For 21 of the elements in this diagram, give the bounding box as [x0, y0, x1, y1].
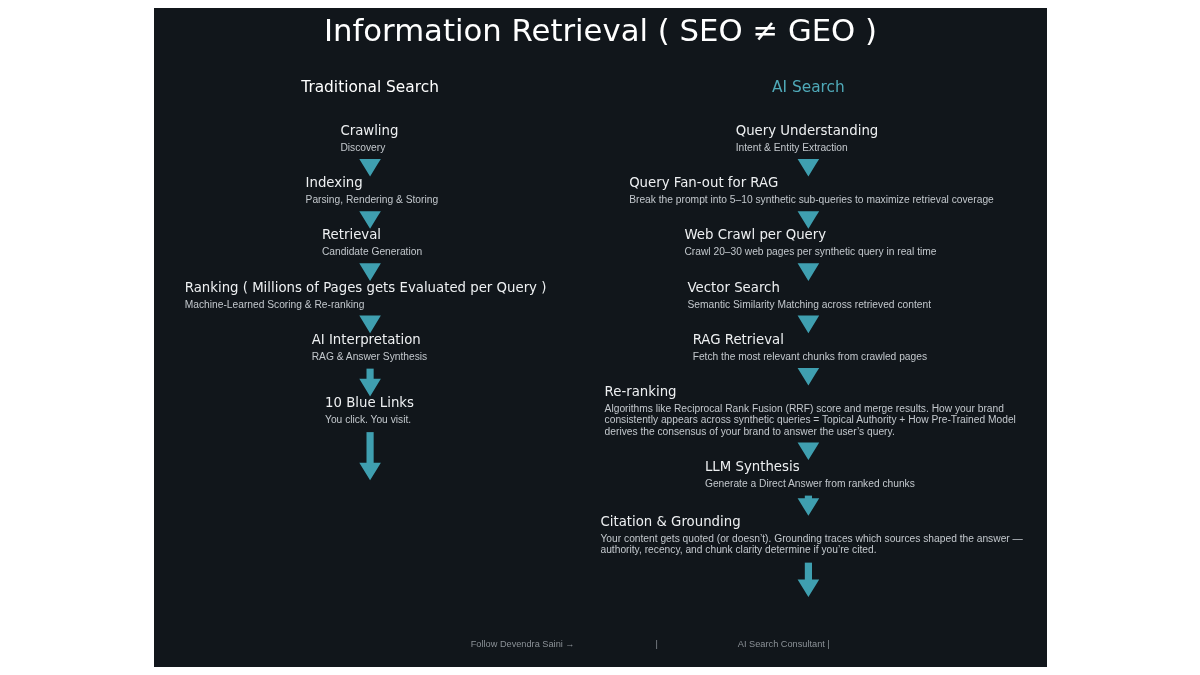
arrow — [797, 562, 819, 598]
label: Traditional Search — [300, 78, 439, 97]
label: AI Search Consultant | — [737, 638, 830, 649]
label: Follow Devendra Saini → — [470, 638, 575, 649]
node-text: Query Understanding Intent & Entity Extraction — [735, 122, 878, 153]
node-text: Citation & Grounding Your content gets quoted (or doesn’t). Grounding traces which sources shaped the answer — authority, recency, and chunk clarity determine if you’re cited. — [600, 514, 1023, 556]
node-text: Re-ranking Algorithms like Reciprocal Rank Fusion (RRF) score and merge results. How your brand consistently appears across synthetic queries = Topical Authority + How Pre-Trained Model derives the consensus of your brand to answer the user’s query. — [604, 384, 1016, 437]
node-text: Indexing Parsing, Rendering & Storing — [305, 175, 438, 206]
node-text: 10 Blue Links You click. You visit. — [324, 395, 414, 426]
label: AI Search — [771, 78, 845, 97]
node-text: AI Interpretation RAG & Answer Synthesis — [311, 331, 427, 362]
node-text: RAG Retrieval Fetch the most relevant chunks from crawled pages — [692, 331, 927, 362]
node-text: Vector Search Semantic Similarity Matching across retrieved content — [687, 279, 931, 310]
diagram-title: Information Retrieval ( SEO ≠ GEO ) — [323, 11, 877, 48]
node-text: Retrieval Candidate Generation — [321, 227, 422, 258]
node-text: Crawling Discovery — [339, 122, 398, 153]
node-text: Query Fan-out for RAG Break the prompt into 5–10 synthetic sub-queries to maximize retrieval coverage — [628, 175, 994, 206]
node-text: LLM Synthesis Generate a Direct Answer from ranked chunks — [704, 458, 915, 489]
node-text: Web Crawl per Query Crawl 20–30 web pages per synthetic query in real time — [683, 227, 936, 258]
node-text: Ranking ( Millions of Pages gets Evaluated per Query ) Machine-Learned Scoring & Re-ranking — [184, 279, 546, 310]
label: | — [655, 638, 658, 649]
